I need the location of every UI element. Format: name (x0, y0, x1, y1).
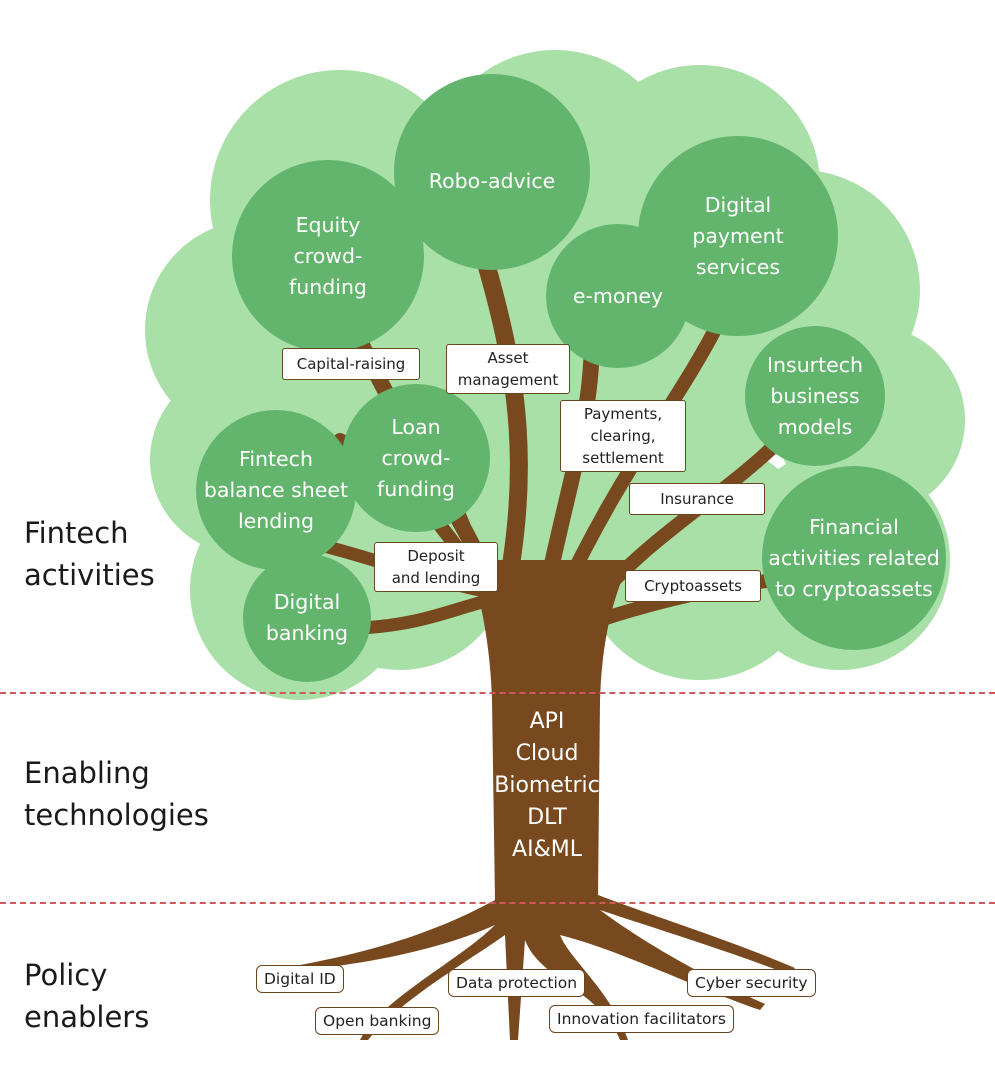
branch-label-payments-clearing-settlement: Payments, clearing, settlement (560, 400, 686, 472)
policy-digital-id: Digital ID (256, 965, 344, 993)
technology-cloud: Cloud (515, 741, 579, 766)
section-label-enabling-technologies: Enabling technologies (24, 756, 209, 832)
technology-api: API (529, 709, 565, 734)
activity-equity-crowdfunding: Equity crowd- funding (232, 160, 424, 352)
activity-fintech-balance-sheet-lending: Fintech balance sheet lending (196, 410, 356, 570)
activity-robo-advice: Robo-advice (394, 74, 590, 270)
policy-innovation-facilitators: Innovation facilitators (549, 1005, 734, 1033)
section-label-fintech-activities: Fintech activities (24, 516, 155, 592)
branch-label-deposit-and-lending: Deposit and lending (374, 542, 498, 592)
activity-loan-crowdfunding: Loan crowd- funding (342, 384, 490, 532)
policy-data-protection: Data protection (448, 969, 586, 997)
activity-digital-banking: Digital banking (243, 554, 371, 682)
activity-e-money: e-money (546, 224, 690, 368)
policy-cyber-security: Cyber security (687, 969, 816, 997)
branch-label-cryptoassets: Cryptoassets (625, 570, 761, 602)
trunk (300, 560, 795, 1040)
section-label-policy-enablers: Policy enablers (24, 958, 150, 1034)
technology-list: API Cloud Biometric DLT AI&ML (478, 706, 616, 866)
activity-financial-activities-cryptoassets: Financial activities related to cryptoas… (762, 466, 946, 650)
technology-biometric: Biometric (494, 773, 600, 798)
technology-dlt: DLT (527, 805, 567, 830)
branch-label-insurance: Insurance (629, 483, 765, 515)
branch-label-capital-raising: Capital-raising (282, 348, 420, 380)
technology-ai-ml: AI&ML (512, 837, 582, 862)
divider-top (0, 692, 995, 694)
policy-open-banking: Open banking (315, 1007, 440, 1035)
branch-label-asset-management: Asset management (446, 344, 570, 394)
divider-bottom (0, 902, 995, 904)
activity-insurtech-business-models: Insurtech business models (745, 326, 885, 466)
